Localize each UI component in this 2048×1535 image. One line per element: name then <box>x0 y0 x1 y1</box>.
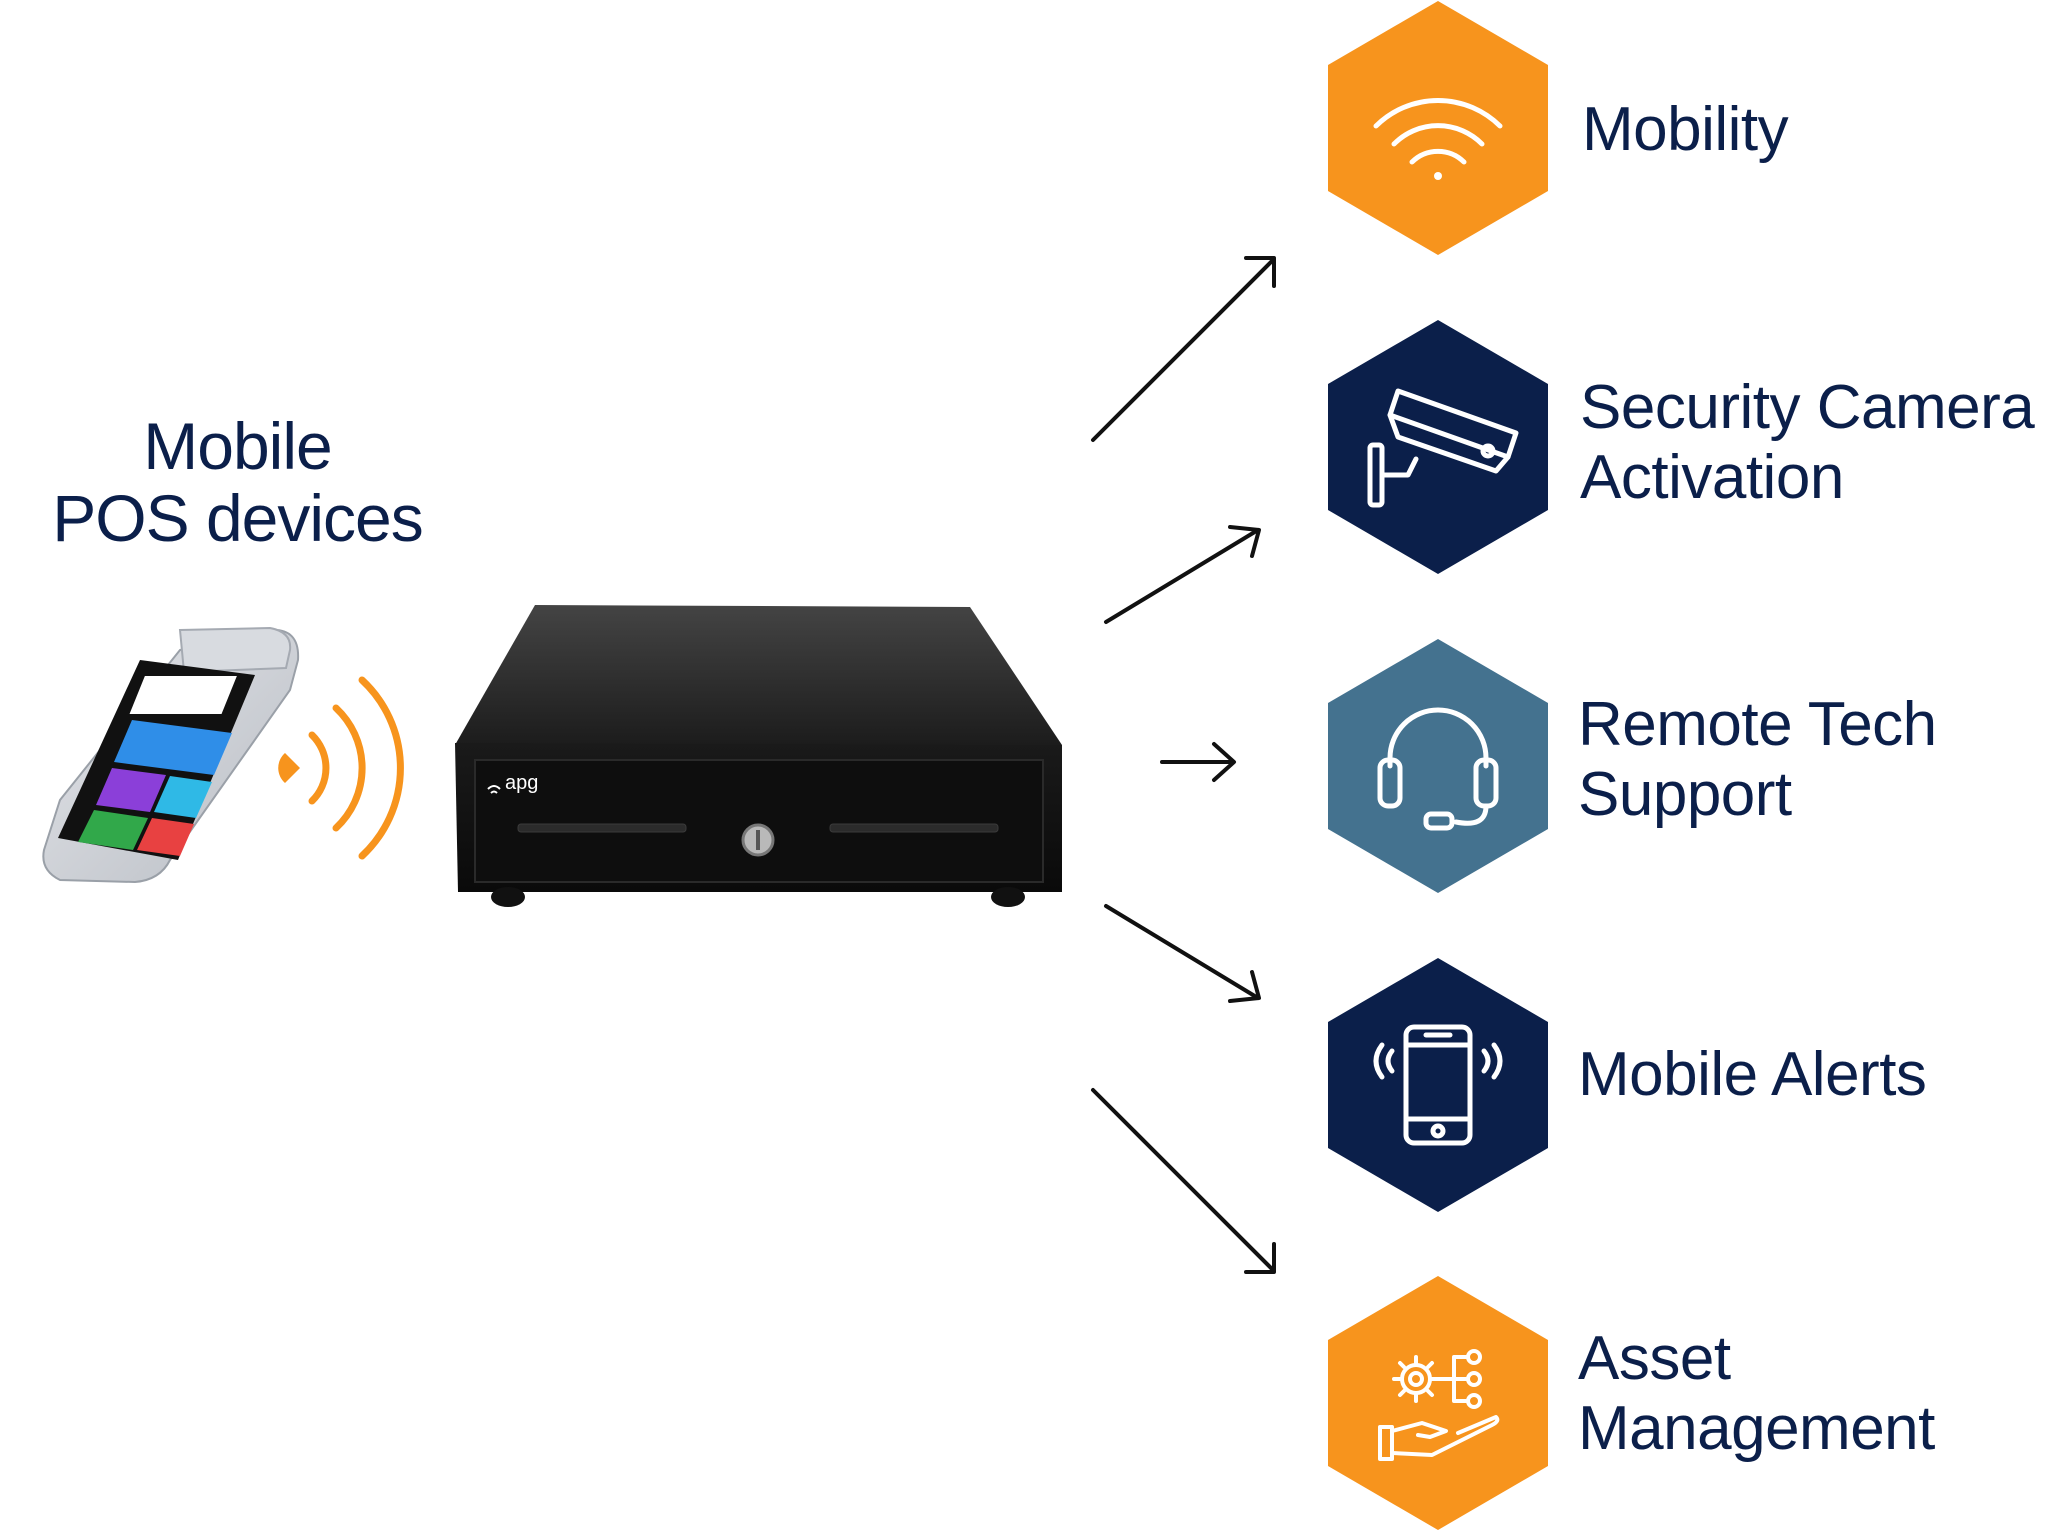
security-camera-icon <box>1367 388 1519 508</box>
asset-management-icon <box>1378 1349 1500 1461</box>
feature-label-asset-management: Asset Management <box>1578 1324 1935 1464</box>
security-camera-label-line1: Security Camera <box>1580 373 2035 442</box>
pos-screen-tiles <box>78 676 237 856</box>
drawer-brand-logo: apg <box>505 772 539 794</box>
security-camera-hexagon <box>1328 320 1548 574</box>
arrow-to-mobility <box>1091 256 1276 442</box>
arrow-to-remote-support <box>1160 742 1236 782</box>
arrow-to-asset-management <box>1091 1088 1276 1274</box>
headset-icon <box>1377 707 1499 831</box>
remote-support-hexagon <box>1328 639 1548 893</box>
asset-management-hexagon <box>1328 1276 1548 1530</box>
nfc-signal-icon <box>278 676 404 860</box>
feature-label-remote-support: Remote Tech Support <box>1578 690 1937 830</box>
cash-drawer-illustration <box>455 605 1062 907</box>
pos-devices-title: Mobile POS devices <box>0 410 475 554</box>
feature-label-mobility: Mobility <box>1582 95 1789 165</box>
asset-management-label-line1: Asset <box>1578 1324 1731 1393</box>
asset-management-hexagon-shape <box>1328 1276 1548 1530</box>
pos-devices-title-line2: POS devices <box>52 481 424 555</box>
remote-support-label-line1: Remote Tech <box>1578 690 1937 759</box>
remote-support-label-line2: Support <box>1578 760 1792 829</box>
arrow-to-mobile-alerts <box>1104 904 1261 1003</box>
pos-device-illustration <box>42 626 300 884</box>
arrow-to-security-camera <box>1104 525 1261 624</box>
feature-label-security-camera: Security Camera Activation <box>1580 373 2035 513</box>
security-camera-label-line2: Activation <box>1580 443 1844 512</box>
mobile-alerts-hexagon-shape <box>1328 958 1548 1212</box>
mobility-label-line1: Mobility <box>1582 95 1789 164</box>
arrows <box>1091 256 1276 1274</box>
mobility-hexagon <box>1328 1 1548 255</box>
pos-devices-title-line1: Mobile <box>143 409 332 483</box>
wifi-icon <box>1373 97 1503 180</box>
smartphone-alert-icon <box>1373 1024 1503 1146</box>
security-camera-hexagon-shape <box>1328 320 1548 574</box>
mobile-alerts-label-line1: Mobile Alerts <box>1578 1040 1927 1109</box>
feature-label-mobile-alerts: Mobile Alerts <box>1578 1040 1927 1110</box>
mobile-alerts-hexagon <box>1328 958 1548 1212</box>
asset-management-label-line2: Management <box>1578 1394 1935 1463</box>
remote-support-hexagon-shape <box>1328 639 1548 893</box>
